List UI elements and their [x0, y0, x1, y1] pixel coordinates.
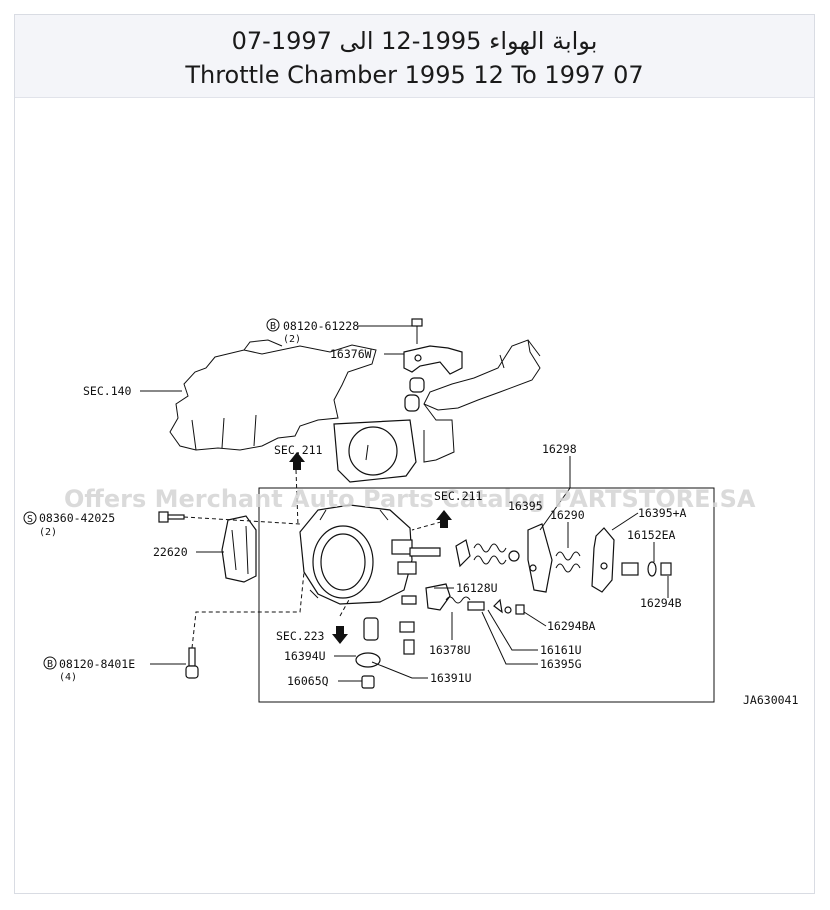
label-08120-8401e: 08120-8401E — [59, 657, 135, 671]
marker-b-61228: B — [266, 318, 280, 332]
marker-b-8401e: B — [43, 656, 57, 670]
label-16395g: 16395G — [540, 657, 582, 671]
throttle-body-drawing — [299, 504, 441, 605]
exploded-view-box — [258, 487, 715, 703]
marker-b-letter: B — [270, 321, 276, 332]
label-16391u: 16391U — [430, 671, 472, 685]
title-english: Throttle Chamber 1995 12 To 1997 07 — [185, 61, 644, 89]
label-16152ea: 16152EA — [627, 528, 676, 542]
label-sec223: SEC.223 — [276, 629, 325, 643]
label-16294ba: 16294BA — [547, 619, 596, 633]
label-16376w: 16376W — [330, 347, 372, 361]
label-16161u: 16161U — [540, 643, 582, 657]
label-sec211-b: SEC.211 — [434, 489, 483, 503]
marker-s-letter: S — [27, 514, 33, 525]
label-16065q: 16065Q — [287, 674, 329, 688]
diagram-code: JA630041 — [743, 693, 798, 707]
label-sec211: SEC.211 — [274, 443, 323, 457]
label-08360-42025-qty: (2) — [39, 527, 57, 538]
intake-manifold-drawing — [169, 339, 541, 463]
label-08360-42025: 08360-42025 — [39, 511, 115, 525]
label-08120-61228: 08120-61228 — [283, 319, 359, 333]
label-08120-8401e-qty: (4) — [59, 672, 77, 683]
bolt-08120-8401e-drawing — [185, 647, 199, 679]
bolt-08360-42025-drawing — [158, 511, 185, 523]
label-16394u: 16394U — [284, 649, 326, 663]
label-16378u: 16378U — [429, 643, 471, 657]
part-22620-drawing — [221, 515, 257, 583]
label-sec140: SEC.140 — [83, 384, 132, 398]
dashed-leaders — [183, 469, 449, 649]
label-22620: 22620 — [153, 545, 188, 559]
label-08120-61228-qty: (2) — [283, 334, 301, 345]
title-header: بوابة الهواء 1995-12 الى 1997-07 Throttl… — [15, 15, 814, 98]
manifold-flange-drawing — [333, 419, 417, 483]
callout-lines — [140, 325, 669, 682]
label-16290: 16290 — [550, 508, 585, 522]
label-16128u: 16128U — [456, 581, 498, 595]
marker-b-letter-2: B — [47, 659, 53, 670]
watermark-text: Offers Merchant Auto Parts Catalog PARTS… — [64, 485, 756, 513]
label-16395a: 16395+A — [638, 506, 687, 520]
marker-s-42025: S — [23, 511, 37, 525]
throttle-linkage-drawing — [355, 523, 672, 689]
title-arabic: بوابة الهواء 1995-12 الى 1997-07 — [231, 27, 598, 55]
page-frame: بوابة الهواء 1995-12 الى 1997-07 Throttl… — [14, 14, 815, 894]
label-16298: 16298 — [542, 442, 577, 456]
bracket-16376w-drawing — [403, 318, 463, 412]
label-16294b: 16294B — [640, 596, 682, 610]
sec-arrows — [289, 452, 452, 644]
label-16395-partial: 16395 — [508, 499, 543, 513]
